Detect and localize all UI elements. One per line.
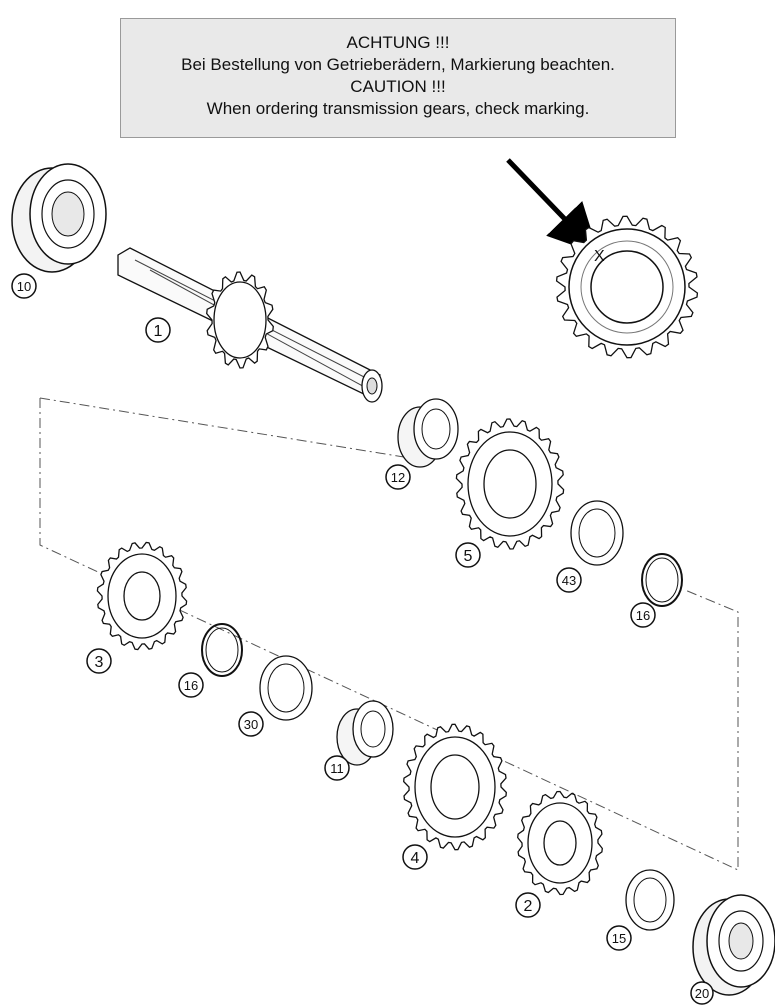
callout-4: 4 <box>402 844 428 870</box>
marking-arrow <box>506 158 599 255</box>
gear-3 <box>96 541 188 651</box>
callout-15: 15 <box>606 925 632 951</box>
callout-16-left: 16 <box>178 672 204 698</box>
gear-5 <box>455 418 565 550</box>
washer-43 <box>570 500 624 566</box>
callout-16-right: 16 <box>630 602 656 628</box>
callout-5: 5 <box>455 542 481 568</box>
notice-heading-de: ACHTUNG !!! <box>346 33 450 52</box>
svg-text:16: 16 <box>184 678 198 693</box>
svg-text:30: 30 <box>244 717 258 732</box>
washer-15 <box>625 869 675 931</box>
callout-20: 20 <box>690 981 714 1005</box>
svg-text:15: 15 <box>612 931 626 946</box>
assembly-outline-top <box>39 397 411 459</box>
gear-2 <box>517 790 603 896</box>
needle-bearing-12 <box>397 398 459 468</box>
svg-text:5: 5 <box>464 548 473 565</box>
marking-x: X <box>594 248 605 265</box>
assembly-outline <box>39 398 739 871</box>
callout-10: 10 <box>11 273 37 299</box>
callout-2: 2 <box>515 892 541 918</box>
notice-text-de: Bei Bestellung von Getrieberädern, Marki… <box>181 55 615 74</box>
svg-text:20: 20 <box>695 986 709 1001</box>
callout-3: 3 <box>86 648 112 674</box>
svg-text:12: 12 <box>391 470 405 485</box>
svg-text:43: 43 <box>562 573 576 588</box>
washer-30 <box>259 655 313 721</box>
notice-text-en: When ordering transmission gears, check … <box>206 99 590 118</box>
svg-text:16: 16 <box>636 608 650 623</box>
svg-text:1: 1 <box>154 323 163 340</box>
gear-4 <box>403 723 507 851</box>
snap-ring-16-right <box>641 553 683 607</box>
shaft-gear <box>206 271 274 369</box>
svg-text:4: 4 <box>411 850 420 867</box>
svg-text:11: 11 <box>330 761 344 776</box>
snap-ring-16-left <box>201 623 243 677</box>
svg-text:2: 2 <box>524 898 533 915</box>
callout-30: 30 <box>238 711 264 737</box>
callout-11: 11 <box>324 755 350 781</box>
svg-text:3: 3 <box>95 654 104 671</box>
svg-text:10: 10 <box>17 279 31 294</box>
notice-heading-en: CAUTION !!! <box>350 77 446 96</box>
callout-12: 12 <box>385 464 411 490</box>
caution-notice-box: ACHTUNG !!! Bei Bestellung von Getrieber… <box>120 18 676 138</box>
bearing-20 <box>692 894 775 996</box>
reference-gear: X <box>555 215 699 359</box>
callout-1: 1 <box>145 317 171 343</box>
bearing-10 <box>11 163 107 273</box>
callout-43: 43 <box>556 567 582 593</box>
needle-bearing-11 <box>336 700 394 766</box>
